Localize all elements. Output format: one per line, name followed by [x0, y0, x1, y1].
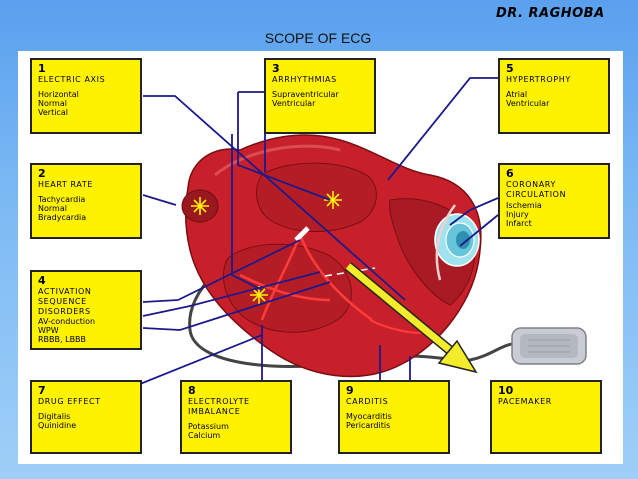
box-carditis: 9 CARDITIS Myocarditis Pericarditis — [338, 380, 450, 454]
box-heading: CORONARY CIRCULATION — [506, 180, 567, 199]
box-item: Bradycardia — [38, 213, 87, 222]
box-item: Atrial — [506, 90, 528, 99]
box-heading: CARDITIS — [346, 397, 389, 406]
box-heading: ELECTROLYTE IMBALANCE — [188, 397, 250, 416]
box-item: WPW — [38, 326, 59, 335]
page-title: SCOPE OF ECG — [264, 30, 372, 46]
box-item: Vertical — [38, 108, 68, 117]
box-electrolyte-imbalance: 8 ELECTROLYTE IMBALANCE Potassium Calciu… — [180, 380, 292, 454]
box-heading: ELECTRIC AXIS — [38, 75, 106, 84]
box-item: RBBB, LBBB — [38, 335, 87, 344]
box-item: Normal — [38, 204, 67, 213]
box-number: 2 — [38, 167, 46, 180]
box-electric-axis: 1 ELECTRIC AXIS Horizontal Normal Vertic… — [30, 58, 142, 134]
box-drug-effect: 7 DRUG EFFECT Digitalis Quinidine — [30, 380, 142, 454]
box-hypertrophy: 5 HYPERTROPHY Atrial Ventricular — [498, 58, 610, 134]
box-heading: HEART RATE — [38, 180, 93, 189]
box-item: Normal — [38, 99, 67, 108]
pacemaker-device — [511, 327, 587, 365]
box-number: 1 — [38, 62, 46, 75]
box-item: Ventricular — [272, 99, 316, 108]
author-name: DR. RAGHOBA — [496, 6, 605, 21]
box-item: Pericarditis — [346, 421, 391, 430]
box-item: AV-conduction — [38, 317, 96, 326]
box-item: Myocarditis — [346, 412, 392, 421]
box-item: Digitalis — [38, 412, 71, 421]
box-pacemaker: 10 PACEMAKER — [490, 380, 602, 454]
conduction-pathway — [239, 234, 373, 322]
electric-axis-arrow-head — [437, 339, 478, 374]
box-heading: DRUG EFFECT — [38, 397, 101, 406]
box-item: Quinidine — [38, 421, 77, 430]
box-number: 8 — [188, 384, 196, 397]
ventricle-chamber — [223, 243, 352, 333]
box-item: Supraventricular — [272, 90, 339, 99]
box-heading: ARRHYTHMIAS — [272, 75, 337, 84]
box-number: 6 — [506, 167, 514, 180]
box-arrhythmias: 3 ARRHYTHMIAS Supraventricular Ventricul… — [264, 58, 376, 134]
sinus-star-icon — [191, 197, 209, 215]
box-heart-rate: 2 HEART RATE Tachycardia Normal Bradycar… — [30, 163, 142, 239]
box-item: Calcium — [188, 431, 221, 440]
box-number: 9 — [346, 384, 354, 397]
box-number: 7 — [38, 384, 46, 397]
supraventricular-star-icon — [324, 191, 342, 209]
box-coronary-circulation: 6 CORONARY CIRCULATION Ischemia Injury I… — [498, 163, 610, 239]
box-item: Horizontal — [38, 90, 79, 99]
box-heading: PACEMAKER — [498, 397, 552, 406]
av-node — [294, 226, 310, 242]
box-item: Ischemia — [506, 201, 542, 210]
box-activation-sequence: 4 ACTIVATION SEQUENCE DISORDERS AV-condu… — [30, 270, 142, 350]
box-heading: HYPERTROPHY — [506, 75, 571, 84]
coronary-artery — [435, 204, 457, 281]
box-item: Potassium — [188, 422, 229, 431]
box-item: Injury — [506, 210, 529, 219]
box-item: Tachycardia — [38, 195, 86, 204]
box-heading: ACTIVATION SEQUENCE DISORDERS — [38, 287, 92, 316]
box-number: 5 — [506, 62, 514, 75]
box-number: 10 — [498, 384, 514, 397]
box-number: 4 — [38, 274, 46, 287]
infarct-zone — [456, 231, 470, 249]
box-number: 3 — [272, 62, 280, 75]
atria-chamber — [255, 162, 377, 232]
box-item: Ventricular — [506, 99, 550, 108]
box-item: Infarct — [506, 219, 532, 228]
